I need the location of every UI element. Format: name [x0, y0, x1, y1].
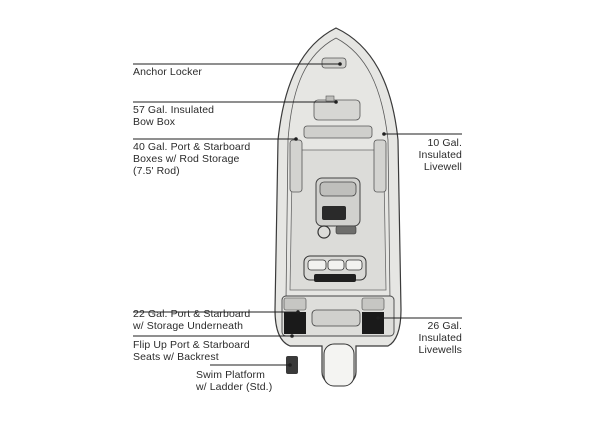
anchor-locker-hatch	[321, 57, 347, 69]
outboard-motor	[323, 343, 355, 387]
port-aft-livewell	[284, 312, 306, 334]
callout-line: 57 Gal. Insulated	[133, 104, 215, 116]
steering-wheel	[317, 225, 331, 239]
windshield	[319, 181, 357, 197]
callout-line: Swim Platform	[196, 369, 265, 381]
callout-anchor-locker: Anchor Locker	[133, 66, 202, 78]
callout-line: 22 Gal. Port & Starboard	[133, 308, 251, 320]
callout-line: 40 Gal. Port & Starboard	[133, 141, 251, 153]
callout-line: Flip Up Port & Starboard	[133, 339, 250, 351]
starboard-rod-box	[373, 139, 387, 193]
port-rod-box	[289, 139, 303, 193]
callout-line: w/ Storage Underneath	[133, 320, 244, 332]
callout-line: Livewell	[423, 161, 462, 173]
leader-lines	[133, 63, 462, 366]
callout-line: (7.5' Rod)	[133, 165, 180, 177]
callout-line: w/ Ladder (Std.)	[196, 381, 273, 393]
bow-box-hatch	[313, 99, 361, 121]
starboard-aft-livewell	[362, 312, 384, 334]
callout-line: Bow Box	[133, 116, 176, 128]
callout-line: 10 Gal.	[427, 137, 462, 149]
callout-line: Anchor Locker	[133, 66, 203, 78]
center-transom-hatch	[311, 309, 361, 327]
callout-line: Insulated	[418, 332, 462, 344]
gunwale-inner-line	[285, 37, 391, 301]
swim-platform-ladder	[286, 356, 298, 374]
callout-line: Livewells	[418, 344, 462, 356]
callout-line: Seats w/ Backrest	[133, 351, 219, 363]
callout-line: Insulated	[418, 149, 462, 161]
callout-line: Boxes w/ Rod Storage	[133, 153, 240, 165]
callout-line: 26 Gal.	[427, 320, 462, 332]
